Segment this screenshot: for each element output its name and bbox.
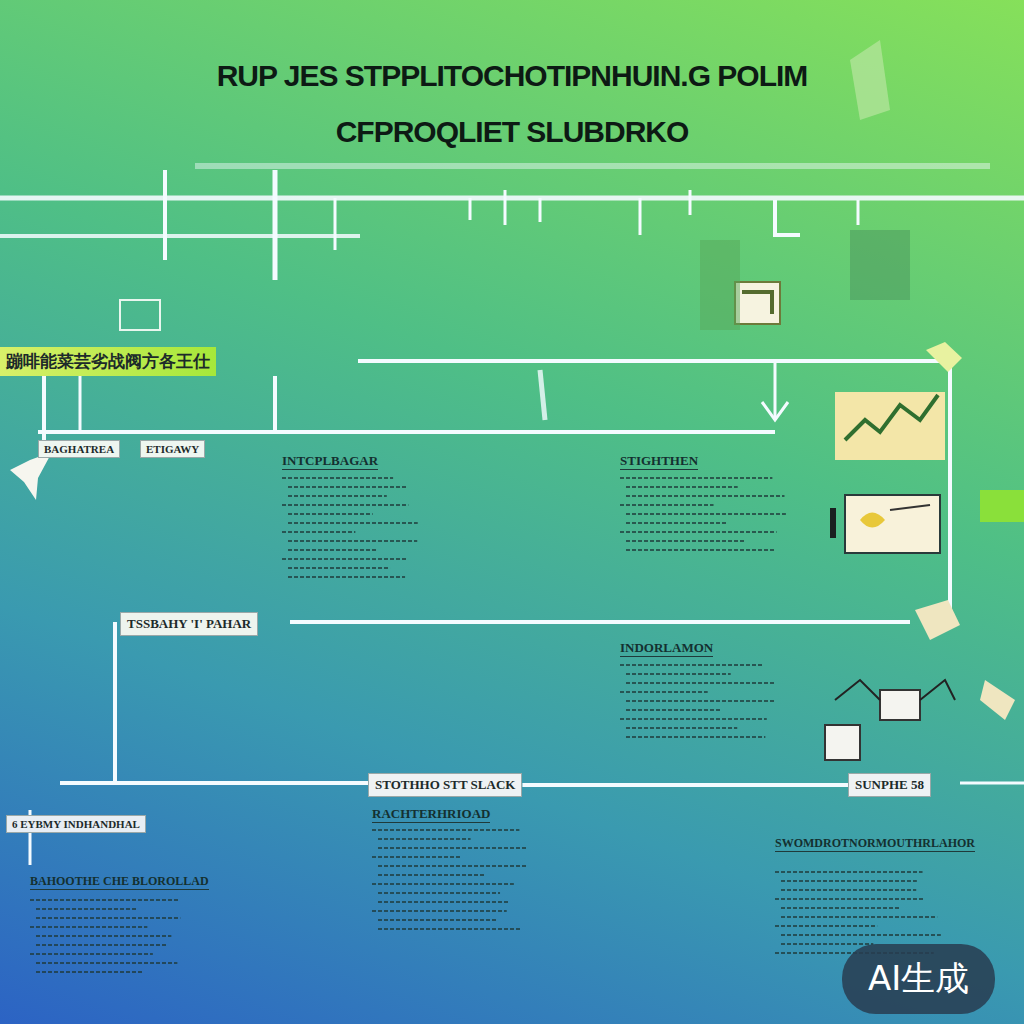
text-stroke — [378, 838, 471, 840]
text-stroke — [36, 971, 144, 973]
text-stroke — [288, 522, 418, 524]
text-stroke — [781, 880, 917, 882]
text-stroke — [620, 691, 708, 693]
text-stroke — [620, 504, 714, 506]
text-stroke — [781, 916, 937, 918]
section-heading: RACHTERHRIOAD — [372, 806, 490, 823]
node-text: TSSBAHY 'I' PAHAR — [127, 616, 251, 632]
text-stroke — [372, 856, 462, 858]
text-stroke — [378, 892, 500, 894]
section-heading: INTCPLBAGAR — [282, 453, 378, 470]
title: RUP JES STPPLITOCHOTIPNHUIN.G POLIM CFPR… — [190, 48, 834, 160]
text-stroke — [378, 874, 485, 876]
text-stroke — [378, 865, 526, 867]
highlight-band: 蹦啡能菜芸劣战阀方各王仕 — [0, 347, 216, 376]
text-stroke — [288, 576, 405, 578]
text-stroke — [282, 504, 408, 506]
node-text: 蹦啡能菜芸劣战阀方各王仕 — [6, 350, 210, 373]
section-heading: SWOMDROTNORMOUTHRLAHOR — [775, 836, 975, 852]
text-stroke — [626, 540, 745, 542]
text-stroke — [781, 889, 916, 891]
text-stroke — [378, 928, 522, 930]
text-stroke — [626, 682, 775, 684]
tag-box: ETIGAWY — [140, 440, 205, 458]
text-stroke — [288, 495, 387, 497]
tag-box: STOTHHO STT SLACK — [368, 773, 522, 797]
section-heading: STIGHTHEN — [620, 453, 698, 470]
text-stroke — [288, 486, 407, 488]
text-stroke — [781, 907, 901, 909]
text-stroke — [36, 935, 171, 937]
text-stroke — [781, 943, 873, 945]
text-stroke — [626, 709, 721, 711]
text-stroke — [781, 934, 941, 936]
text-stroke — [378, 919, 496, 921]
text-stroke — [282, 558, 407, 560]
rails — [0, 166, 1024, 865]
text-stroke — [620, 477, 772, 479]
text-stroke — [626, 495, 784, 497]
text-stroke — [626, 486, 738, 488]
text-stroke — [775, 925, 877, 927]
node-text: BAGHATREA — [44, 443, 114, 455]
node-text: ETIGAWY — [146, 443, 199, 455]
text-stroke — [626, 673, 731, 675]
text-stroke — [288, 540, 417, 542]
text-stroke — [626, 727, 737, 729]
text-stroke — [620, 664, 763, 666]
text-stroke — [288, 513, 373, 515]
tag-box: 6 EYBMY INDHANDHAL — [6, 815, 146, 833]
text-stroke — [378, 901, 510, 903]
connector — [42, 376, 46, 440]
text-stroke — [36, 944, 167, 946]
text-stroke — [626, 522, 727, 524]
text-stroke — [282, 477, 393, 479]
fine-text-lines — [30, 478, 941, 972]
text-stroke — [620, 718, 767, 720]
text-stroke — [288, 549, 376, 551]
node-text: STOTHHO STT SLACK — [375, 777, 515, 793]
text-stroke — [620, 531, 777, 533]
watermark: AI生成 — [842, 944, 995, 1014]
text-stroke — [626, 549, 775, 551]
text-stroke — [626, 736, 765, 738]
text-stroke — [775, 898, 923, 900]
text-stroke — [36, 917, 180, 919]
text-stroke — [626, 513, 786, 515]
text-stroke — [30, 926, 147, 928]
node-text: SUNPHE 58 — [855, 777, 924, 793]
section-heading: INDORLAMON — [620, 640, 713, 657]
text-stroke — [30, 899, 179, 901]
text-stroke — [288, 567, 390, 569]
text-stroke — [36, 962, 177, 964]
icons — [10, 40, 1024, 760]
text-stroke — [372, 910, 507, 912]
text-stroke — [372, 829, 519, 831]
text-stroke — [282, 531, 355, 533]
text-stroke — [36, 908, 137, 910]
tag-box: SUNPHE 58 — [848, 773, 931, 797]
connector — [522, 783, 848, 787]
tag-box: BAGHATREA — [38, 440, 120, 458]
text-stroke — [775, 871, 923, 873]
text-stroke — [378, 847, 528, 849]
text-stroke — [372, 883, 514, 885]
tag-box: TSSBAHY 'I' PAHAR — [120, 612, 258, 636]
section-heading: BAHOOTHE CHE BLOROLLAD — [30, 874, 209, 890]
text-stroke — [626, 700, 776, 702]
node-text: 6 EYBMY INDHANDHAL — [12, 818, 140, 830]
text-stroke — [30, 953, 153, 955]
